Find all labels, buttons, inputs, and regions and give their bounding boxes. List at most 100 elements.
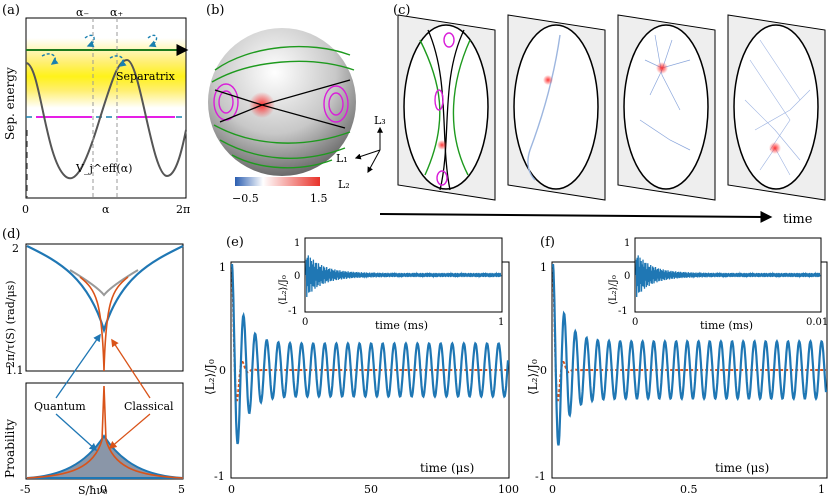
separatrix-label: Separatrix: [116, 70, 176, 83]
panel-e-quantum-line: [230, 263, 510, 445]
panel-e-inset-series: [305, 255, 502, 298]
panel-e-label: (e): [226, 235, 244, 250]
panel-e-xtick-0: 0: [228, 483, 235, 496]
bloch-sphere: [208, 28, 356, 176]
colorbar-min: −0.5: [232, 192, 259, 205]
phase-plane-1: [397, 14, 496, 201]
quantum-pointer-top: [55, 333, 101, 399]
quantum-pointer-bottom: [55, 413, 98, 452]
separatrix-lines: [214, 79, 351, 129]
panel-f-ytick-neg1: -1: [535, 470, 546, 483]
panel-c: (c): [379, 3, 826, 227]
phase-plane-2: [507, 14, 606, 201]
panel-b-label: (b): [206, 3, 224, 18]
panel-e-ytick-neg1: -1: [214, 470, 225, 483]
panel-f-inset-ytick-0: 0: [624, 271, 630, 282]
tunneling-arrow-3: [41, 53, 59, 65]
axis-triad: [354, 126, 383, 174]
tunneling-arrow-2: [147, 34, 158, 48]
panel-f-ylabel: ⟨L₂⟩/J₀: [526, 359, 540, 395]
panel-d: (d) 2 1.1 2π/τ(S) (rad/μs) Quantum Class…: [2, 227, 185, 497]
panel-d-xtick-5: 5: [178, 483, 185, 496]
panel-e-inset-ytick-neg1: -1: [288, 306, 298, 317]
classical-pointer-bottom: [108, 413, 151, 450]
panel-d-ytick-1.1: 1.1: [6, 364, 24, 377]
alpha-plus-label: α₊: [110, 6, 123, 19]
panel-e-ytick-0: 0: [219, 364, 226, 377]
panel-f-inset-ytick-neg1: -1: [618, 306, 628, 317]
panel-f-inset-ylabel: ⟨L₂⟩/J₀: [608, 275, 619, 305]
alpha-minus-label: α₋: [76, 6, 89, 19]
phase-plane-4: [727, 14, 826, 201]
colorbar: [235, 177, 320, 186]
panel-e-xlabel: time (μs): [420, 461, 474, 475]
time-arrow-label: time: [783, 212, 813, 227]
panel-d-top-ylabel: 2π/τ(S) (rad/μs): [4, 280, 17, 368]
colorbar-max: 1.5: [310, 192, 328, 205]
panel-e-inset-line: [305, 255, 502, 298]
axis-L3: L₃: [374, 114, 386, 127]
panel-a-xtick-2pi: 2π: [176, 203, 190, 216]
panel-e-ytick-1: 1: [219, 261, 226, 274]
panel-e-ylabel: ⟨L₂⟩/J₀: [203, 359, 217, 395]
quantum-distribution: [26, 434, 184, 479]
panel-d-bottom-ylabel: Proability: [3, 419, 17, 478]
axis-L2: L₂: [338, 178, 350, 191]
panel-f-inset-series: [635, 255, 821, 298]
panel-e-quantum-series: [230, 263, 510, 445]
tunneling-arrow-4: [109, 55, 127, 67]
panel-e-inset-ylabel: ⟨L₂⟩/J₀: [278, 275, 289, 305]
panel-f-ytick-1: 1: [540, 261, 547, 274]
phase-plane-3: [617, 14, 716, 201]
panel-f-inset-xtick-0: 0: [632, 317, 638, 328]
panel-e: (e) 1 0 -1 0 1 time (ms) ⟨L₂⟩/J₀ 1 0 -1 …: [203, 235, 519, 496]
panel-f-label: (f): [540, 235, 555, 250]
classical-pointer-top: [111, 338, 151, 399]
panel-c-label: (c): [393, 3, 410, 18]
panel-f-quantum-series: [551, 263, 828, 446]
panel-a-label: (a): [2, 3, 20, 18]
classical-label: Classical: [124, 400, 174, 413]
panel-f-xtick-0: 0: [549, 483, 556, 496]
panel-f: (f) 1 0 -1 0 0.01 time (ms) ⟨L₂⟩/J₀ 1 0 …: [526, 235, 828, 496]
panel-e-inset-ytick-0: 0: [294, 271, 300, 282]
panel-a-ylabel: Sep. energy: [3, 67, 17, 140]
green-contours: [211, 45, 355, 169]
panel-e-inset-xlabel: time (ms): [375, 319, 428, 332]
panel-f-inset-xtick-001: 0.01: [806, 317, 828, 328]
axis-L1: L₁: [336, 152, 348, 165]
panel-d-ytick-2: 2: [12, 242, 19, 255]
panel-e-xtick-100: 100: [498, 483, 519, 496]
panel-e-inset-xtick-0: 0: [302, 317, 308, 328]
panel-f-inset-line: [635, 255, 821, 298]
gray-frequency-curve: [69, 269, 139, 297]
panel-f-xtick-05: 0.5: [680, 483, 698, 496]
panel-e-inset-xtick-1: 1: [498, 317, 504, 328]
panel-d-label: (d): [2, 227, 20, 242]
panel-f-quantum-line: [551, 263, 828, 446]
panel-e-xtick-50: 50: [364, 483, 378, 496]
classical-frequency-curve: [79, 276, 129, 372]
panel-d-xlabel: S/ħν₀: [78, 484, 108, 497]
panel-d-xtick-0: 0: [100, 483, 107, 496]
tunneling-arrow-1: [84, 34, 95, 48]
panel-a: (a) α₋ α₊ Separatrix V_j^eff(α) Sep. ene…: [2, 3, 190, 216]
panel-f-inset-xlabel: time (ms): [700, 319, 753, 332]
panel-f-xlabel: time (μs): [715, 461, 769, 475]
potential-label: V_j^eff(α): [75, 162, 132, 175]
panel-a-xtick-0: 0: [22, 203, 29, 216]
panel-f-xtick-1: 1: [818, 483, 825, 496]
time-arrow: [379, 210, 773, 223]
panel-a-xtick-alpha: α: [102, 203, 110, 216]
quantum-label: Quantum: [34, 400, 86, 413]
magenta-contours: [213, 83, 349, 123]
classical-distribution: [26, 385, 184, 479]
panel-e-inset-ytick-1: 1: [294, 238, 300, 249]
panel-b: (b) −0.5 1.5 L₃ L₁ L₂: [206, 3, 386, 205]
panel-d-xtick-neg5: -5: [20, 483, 31, 496]
panel-f-ytick-0: 0: [540, 364, 547, 377]
quantum-frequency-curve: [26, 245, 184, 334]
panel-f-inset-ytick-1: 1: [624, 238, 630, 249]
potential-curve: [25, 58, 187, 180]
